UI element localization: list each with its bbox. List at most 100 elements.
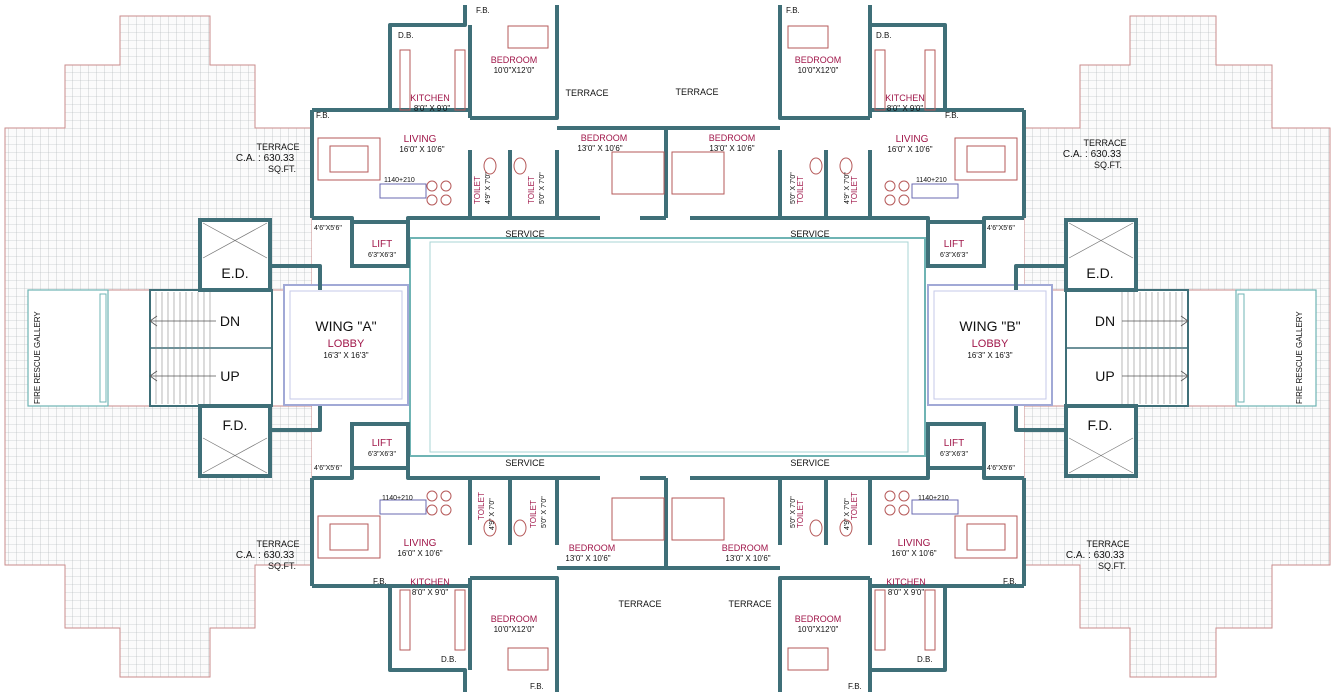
wing-a-lobby: LOBBY: [328, 338, 365, 350]
staircase-right: [1065, 289, 1189, 407]
fb-tr-living: F.B.: [945, 111, 959, 120]
terrace-br-unit: SQ.FT.: [1098, 561, 1126, 571]
terrace-top-right: TERRACE: [675, 87, 718, 97]
toilet-br-1-dim: 5'0" X 7'0": [790, 496, 797, 528]
db-top-left: D.B.: [398, 31, 414, 40]
terrace-bottom-right: TERRACE: [728, 599, 771, 609]
lift-label-tl: LIFT: [372, 239, 393, 250]
lift-label-br: LIFT: [944, 438, 965, 449]
living-tl-dim: 16'0" X 10'6": [399, 145, 444, 154]
fb-bottom-right: F.B.: [848, 682, 862, 691]
bedroom-small-tr-dim: 10'0"X12'0": [798, 66, 839, 75]
service-tl: SERVICE: [505, 229, 544, 239]
terrace-top-left: TERRACE: [565, 88, 608, 98]
terrace-tr-ca: C.A. : 630.33: [1063, 149, 1122, 160]
kitchen-br-dim: 8'0" X 9'0": [888, 588, 924, 597]
service-tr: SERVICE: [790, 229, 829, 239]
bedroom-small-bl-dim: 10'0"X12'0": [494, 625, 535, 634]
wing-b-lobby: LOBBY: [972, 338, 1009, 350]
terrace-tr-label: TERRACE: [1083, 138, 1126, 148]
fb-bottom-left: F.B.: [530, 682, 544, 691]
stair-dn-left: DN: [220, 313, 240, 329]
ed-left: E.D.: [221, 265, 248, 281]
living-br-dim: 16'0" X 10'6": [891, 549, 936, 558]
kitchen-br: KITCHEN: [886, 577, 926, 587]
kitchen-tl-dim: 8'0" X 9'0": [414, 104, 450, 113]
bedroom-large-bl: BEDROOM: [569, 543, 616, 553]
bedroom-small-tl: BEDROOM: [491, 55, 538, 65]
window-bl: 1140+210: [382, 495, 413, 502]
toilet-tl-2: TOILET: [527, 176, 536, 204]
toilet-br-2: TOILET: [850, 492, 859, 520]
kitchen-bl-dim: 8'0" X 9'0": [412, 588, 448, 597]
fire-gallery-label-right: FIRE RESCUE GALLERY: [1295, 311, 1304, 404]
living-tr: LIVING: [896, 134, 929, 145]
passage-tl: 4'6"X5'6": [314, 225, 342, 232]
fb-br-living: F.B.: [1003, 577, 1017, 586]
bedroom-large-tr-dim: 13'0" X 10'6": [709, 144, 754, 153]
passage-bl: 4'6"X5'6": [314, 465, 342, 472]
fd-left: F.D.: [223, 417, 248, 433]
toilet-br-1: TOILET: [796, 500, 805, 528]
terrace-left: [4, 15, 313, 678]
bedroom-small-br-dim: 10'0"X12'0": [798, 625, 839, 634]
ed-right: E.D.: [1086, 265, 1113, 281]
bedroom-large-tr: BEDROOM: [709, 133, 756, 143]
db-bottom-left: D.B.: [441, 655, 457, 664]
bedroom-large-br: BEDROOM: [722, 543, 769, 553]
toilet-bl-2-dim: 5'0" X 7'0": [541, 496, 548, 528]
lift-dim-br: 6'3"X6'3": [940, 451, 968, 458]
toilet-bl-1-dim: 4'9" X 7'0": [489, 498, 496, 530]
fd-right: F.D.: [1088, 417, 1113, 433]
wing-a-lobby-dim: 16'3" X 16'3": [323, 351, 368, 360]
bedroom-large-br-dim: 13'0" X 10'6": [725, 554, 770, 563]
living-br: LIVING: [898, 538, 931, 549]
wing-b-lobby-dim: 16'3" X 16'3": [967, 351, 1012, 360]
bedroom-small-br: BEDROOM: [795, 614, 842, 624]
bedroom-small-tl-dim: 10'0"X12'0": [494, 66, 535, 75]
terrace-tl-ca: C.A. : 630.33: [236, 153, 295, 164]
fb-top-left: F.B.: [476, 6, 490, 15]
toilet-tr-1-dim: 5'0" X 7'0": [790, 172, 797, 204]
lift-dim-tr: 6'3"X6'3": [940, 252, 968, 259]
labels: WING "A" LOBBY 16'3" X 16'3" WING "B" LO…: [33, 6, 1304, 691]
service-bl: SERVICE: [505, 458, 544, 468]
living-tl: LIVING: [404, 134, 437, 145]
kitchen-tr: KITCHEN: [885, 93, 925, 103]
toilet-tl-1-dim: 4'9" X 7'0": [485, 172, 492, 204]
fire-gallery-label-left: FIRE RESCUE GALLERY: [33, 311, 42, 404]
passage-tr: 4'6"X5'6": [987, 225, 1015, 232]
terrace-bl-ca: C.A. : 630.33: [236, 550, 295, 561]
toilet-tr-1: TOILET: [796, 176, 805, 204]
lobby-a: [283, 284, 409, 406]
bedroom-small-tr: BEDROOM: [795, 55, 842, 65]
terrace-bl-unit: SQ.FT.: [268, 561, 296, 571]
living-bl-dim: 16'0" X 10'6": [397, 549, 442, 558]
fb-top-right: F.B.: [786, 6, 800, 15]
terrace-tl-unit: SQ.FT.: [268, 164, 296, 174]
wing-b-title: WING "B": [959, 318, 1020, 334]
bedroom-large-tl: BEDROOM: [581, 133, 628, 143]
central-courtyard: [409, 237, 926, 457]
kitchen-tl: KITCHEN: [410, 93, 450, 103]
terrace-bottom-left: TERRACE: [618, 599, 661, 609]
terrace-tr-unit: SQ.FT.: [1094, 160, 1122, 170]
toilet-tl-1: TOILET: [473, 176, 482, 204]
terrace-br-ca: C.A. : 630.33: [1066, 550, 1125, 561]
toilet-tl-2-dim: 5'0" X 7'0": [539, 172, 546, 204]
walls: [270, 5, 1066, 692]
stair-dn-right: DN: [1095, 313, 1115, 329]
fire-gallery-left: [27, 289, 109, 407]
toilet-bl-2: TOILET: [529, 500, 538, 528]
window-br: 1140+210: [918, 495, 949, 502]
window-tl: 1140+210: [384, 177, 415, 184]
lift-dim-tl: 6'3"X6'3": [368, 252, 396, 259]
staircase-left: [149, 289, 273, 407]
fb-bl-living: F.B.: [373, 577, 387, 586]
bedroom-large-tl-dim: 13'0" X 10'6": [577, 144, 622, 153]
terrace-tl-label: TERRACE: [256, 142, 299, 152]
passage-br: 4'6"X5'6": [987, 465, 1015, 472]
toilet-bl-1: TOILET: [477, 492, 486, 520]
lift-label-tr: LIFT: [944, 239, 965, 250]
